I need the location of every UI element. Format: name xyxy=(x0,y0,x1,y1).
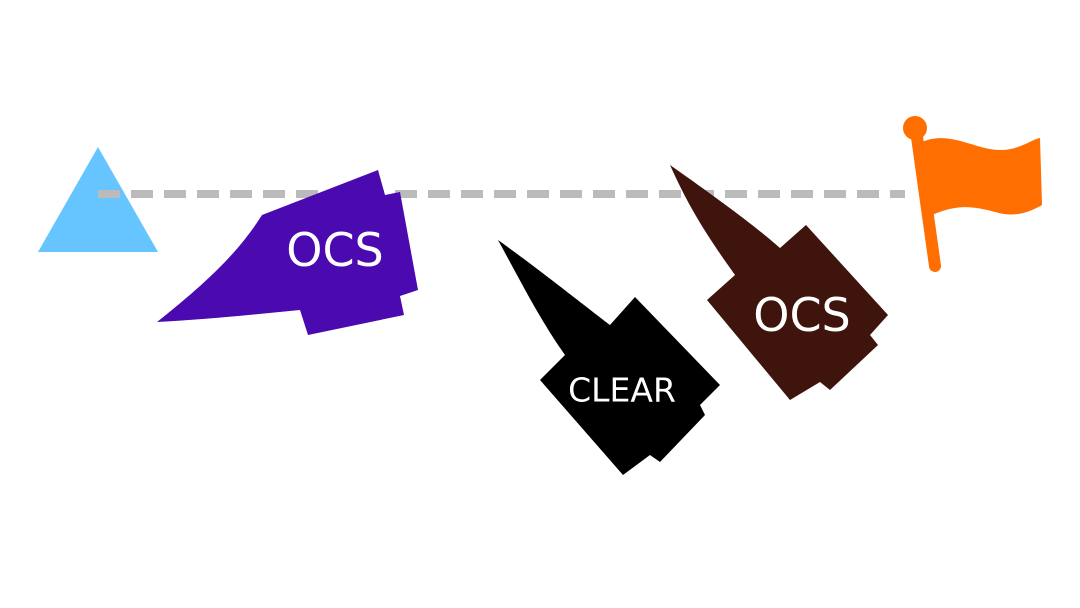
boat-clear-middle: CLEAR xyxy=(498,240,720,475)
boat-ocs-right: OCS xyxy=(670,165,888,400)
boat-status-label: CLEAR xyxy=(568,371,676,410)
boat-ocs-left: OCS xyxy=(157,170,418,335)
committee-mark-triangle xyxy=(38,147,158,252)
pin-flag-icon xyxy=(903,116,1042,272)
boat-status-label: OCS xyxy=(753,288,851,342)
boat-status-label: OCS xyxy=(286,223,384,277)
